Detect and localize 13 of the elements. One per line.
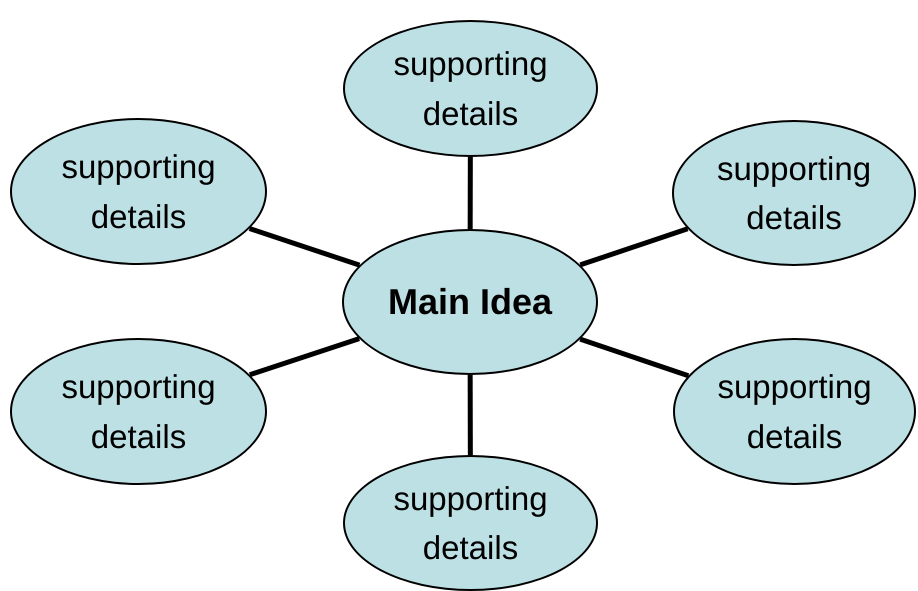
connector-line [249, 336, 360, 378]
detail-text: supporting details [716, 148, 872, 238]
connector-line [248, 226, 360, 268]
connector-line [579, 336, 690, 378]
connector-line [468, 157, 473, 229]
detail-text: supporting details [60, 367, 217, 456]
main-idea-text: Main Idea [388, 280, 552, 324]
detail-text: supporting details [392, 478, 549, 568]
detail-text: supporting details [60, 147, 217, 236]
connector-line [468, 375, 473, 455]
detail-text: supporting details [392, 44, 549, 134]
connector-line [579, 226, 688, 268]
detail-text: supporting details [716, 367, 873, 456]
